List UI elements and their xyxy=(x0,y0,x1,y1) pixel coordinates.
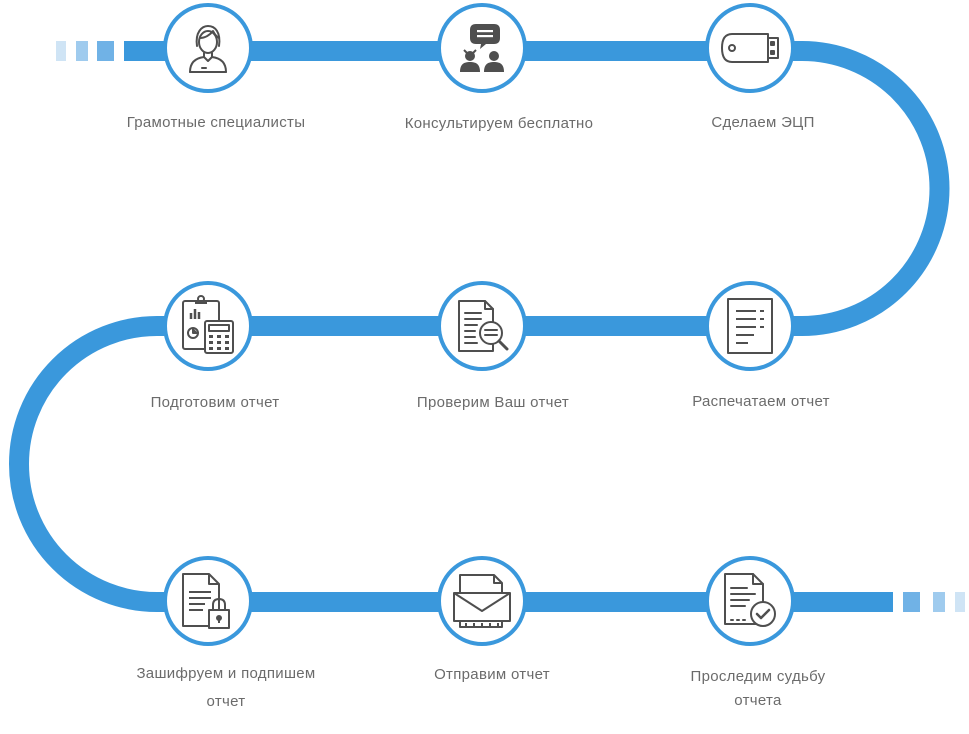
start-dash-3 xyxy=(97,41,114,61)
end-dash-1 xyxy=(903,592,920,612)
document-check-icon xyxy=(724,573,776,627)
step-label-8: Отправим отчет xyxy=(362,663,622,687)
step-node-2 xyxy=(437,3,527,93)
step-node-7 xyxy=(163,556,253,646)
step-node-9 xyxy=(705,556,795,646)
step-label-4-text: Распечатаем отчет xyxy=(692,393,830,410)
step-label-5-text: Проверим Ваш отчет xyxy=(416,394,570,411)
specialist-icon xyxy=(189,25,227,73)
step-label-7: Зашифруем и подпишем отчет xyxy=(96,662,356,714)
envelope-icon xyxy=(453,574,511,628)
step-label-6: Подготовим отчет xyxy=(85,391,345,415)
consultation-icon xyxy=(460,24,504,72)
start-dash-2 xyxy=(76,41,88,61)
step-label-2: Консультируем бесплатно xyxy=(369,112,629,136)
step-label-7-text-2: отчет xyxy=(206,693,246,710)
end-dash-3 xyxy=(955,592,965,612)
step-label-1: Грамотные специалисты xyxy=(86,111,346,135)
step-node-4 xyxy=(705,281,795,371)
step-node-8 xyxy=(437,556,527,646)
step-label-9-text-2: отчета xyxy=(734,692,782,709)
end-dash-2 xyxy=(933,592,945,612)
clipboard-calculator-icon xyxy=(182,295,234,354)
step-label-4: Распечатаем отчет xyxy=(631,390,891,414)
printer-document-icon xyxy=(727,298,773,354)
start-dash-1 xyxy=(56,41,66,61)
step-label-7-text: Зашифруем и подпишем xyxy=(136,665,316,682)
step-label-9-text: Проследим судьбу xyxy=(690,668,826,685)
step-label-3-text: Сделаем ЭЦП xyxy=(711,114,815,131)
step-label-5: Проверим Ваш отчет xyxy=(363,391,623,415)
document-lock-icon xyxy=(182,573,230,629)
step-node-1 xyxy=(163,3,253,93)
step-label-1-text: Грамотные специалисты xyxy=(126,114,306,131)
step-node-5 xyxy=(437,281,527,371)
step-label-6-text: Подготовим отчет xyxy=(150,394,280,411)
step-label-8-text: Отправим отчет xyxy=(434,666,550,683)
usb-token-icon xyxy=(721,33,779,63)
step-label-2-text: Консультируем бесплатно xyxy=(404,115,594,132)
document-search-icon xyxy=(458,300,509,352)
step-label-3: Сделаем ЭЦП xyxy=(633,111,893,135)
step-label-9: Проследим судьбу отчета xyxy=(628,665,888,713)
step-node-3 xyxy=(705,3,795,93)
step-node-6 xyxy=(163,281,253,371)
